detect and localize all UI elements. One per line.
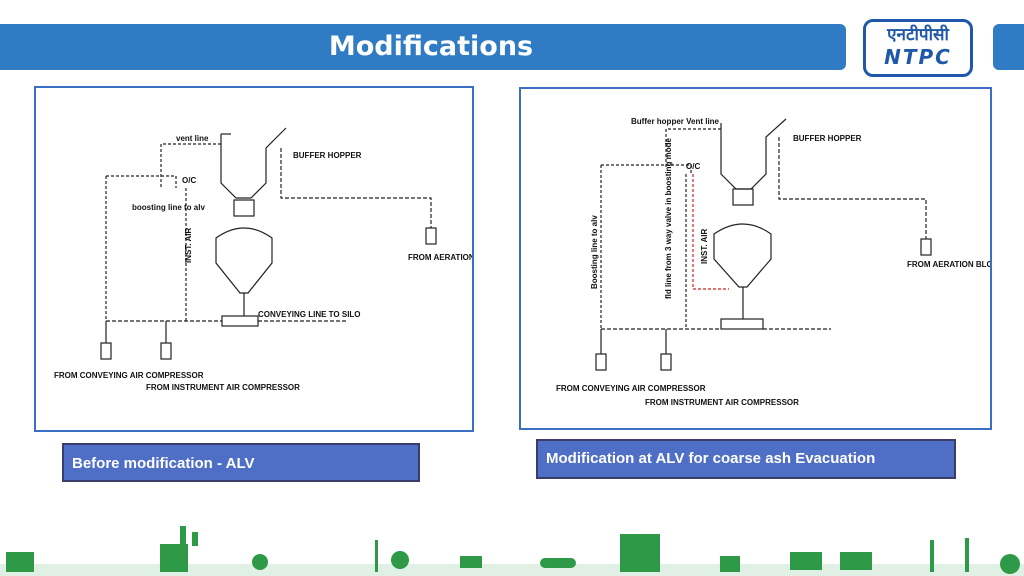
inst-air-label: INST. AIR	[184, 228, 193, 263]
before-diagram: vent line BUFFER HOPPER O/C boosting lin…	[54, 127, 472, 392]
conveying-compressor-label: FROM CONVEYING AIR COMPRESSOR	[54, 371, 204, 380]
conveying-compressor-symbol	[100, 342, 112, 360]
after-diagram: Buffer hopper Vent line BUFFER HOPPER O/…	[556, 117, 990, 407]
title-bar: Modifications	[0, 24, 846, 70]
oc-label-right: O/C	[686, 162, 700, 171]
aeration-line-pipe	[280, 148, 432, 228]
instrument-compressor-symbol	[160, 342, 172, 360]
fld-line-red	[692, 174, 729, 290]
alv-vessel-right	[713, 223, 772, 288]
before-caption: Before modification - ALV	[62, 443, 420, 482]
dam-icon	[6, 552, 34, 572]
buffer-hopper-shape	[220, 127, 287, 199]
conveying-compressor-label-right: FROM CONVEYING AIR COMPRESSOR	[556, 384, 706, 393]
alv-vessel	[215, 227, 273, 294]
vent-line-label-right: Buffer hopper Vent line	[631, 117, 720, 126]
logo-hindi-text: एनटीपीसी	[887, 25, 949, 45]
page-title: Modifications	[328, 31, 534, 62]
conveying-line-label: CONVEYING LINE TO SILO	[258, 310, 361, 319]
fld-line-label: fld line from 3 way valve in boosting mo…	[664, 138, 673, 299]
solar-panel-icon	[460, 556, 482, 568]
aeration-blower-symbol	[425, 227, 437, 245]
wind-turbine-icon	[375, 540, 378, 572]
aeration-blower-label: FROM AERATION BLOWER	[408, 253, 472, 262]
solar-array-icon	[790, 552, 822, 570]
right-tab	[993, 24, 1024, 70]
boosting-line-label-right: Boosting line to alv	[590, 215, 599, 289]
buffer-hopper-shape-right	[720, 118, 787, 190]
buffer-hopper-label: BUFFER HOPPER	[293, 151, 362, 160]
valve-box	[233, 199, 255, 217]
people-icon	[720, 556, 740, 572]
power-plant-icon	[620, 534, 660, 572]
transmission-tower-icon	[930, 540, 934, 572]
vent-line-pipe	[160, 143, 221, 188]
ntpc-logo: एनटीपीसी NTPC	[863, 19, 973, 77]
tree-icon	[252, 554, 268, 570]
before-diagram-panel: vent line BUFFER HOPPER O/C boosting lin…	[34, 86, 474, 432]
inst-air-label-right: INST. AIR	[700, 229, 709, 264]
aeration-blower-label-right: FROM AERATION BLOWER	[907, 260, 990, 269]
buffer-hopper-label-right: BUFFER HOPPER	[793, 134, 862, 143]
after-caption: Modification at ALV for coarse ash Evacu…	[536, 439, 956, 479]
car-icon	[540, 558, 576, 568]
oc-label: O/C	[182, 176, 196, 185]
logo-english-text: NTPC	[884, 45, 952, 69]
factory-icon	[160, 544, 188, 572]
conveying-nozzle	[221, 315, 259, 327]
footer-skyline	[0, 526, 1024, 576]
after-diagram-panel: Buffer hopper Vent line BUFFER HOPPER O/…	[519, 87, 992, 430]
instrument-compressor-label-right: FROM INSTRUMENT AIR COMPRESSOR	[645, 398, 799, 407]
vent-line-label: vent line	[176, 134, 209, 143]
instrument-compressor-label: FROM INSTRUMENT AIR COMPRESSOR	[146, 383, 300, 392]
boosting-line-label: boosting line to alv	[132, 203, 205, 212]
